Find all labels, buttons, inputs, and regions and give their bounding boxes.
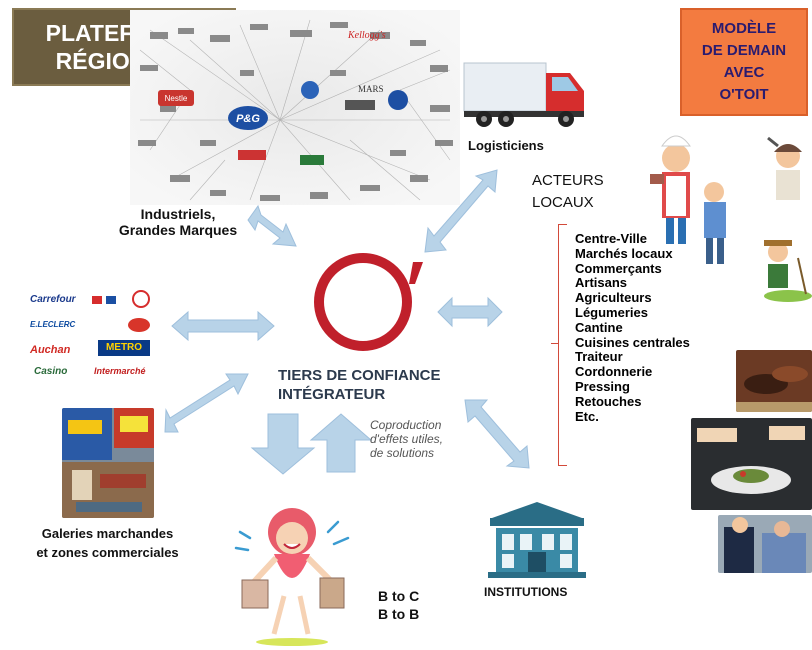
b2c-label: B to C <box>378 588 420 604</box>
center-label-line-2: INTÉGRATEUR <box>278 386 386 403</box>
farmer-illustration <box>764 240 812 302</box>
carrefour-mark-icon-2 <box>106 296 116 304</box>
list-item: Commerçants <box>575 260 662 276</box>
galleries-label: Galeries marchandes et zones commerciale… <box>10 524 205 562</box>
model-badge-line-4: O'TOIT <box>719 86 769 103</box>
leclerc-logo: E.LECLERC <box>30 320 76 329</box>
truck-image <box>463 62 584 127</box>
arrow-galleries-center <box>164 373 249 433</box>
galleries-label-line-2: et zones commerciales <box>36 545 179 560</box>
center-label: TIERS DE CONFIANCE INTÉGRATEUR <box>278 366 441 404</box>
list-item: Agriculteurs <box>575 290 652 306</box>
systeme-u-icon <box>132 290 150 308</box>
list-item: Marchés locaux <box>575 245 673 261</box>
carrefour-logo: Carrefour <box>30 294 76 305</box>
local-actors-label-line-1: ACTEURS <box>532 172 604 189</box>
retailer-logos: Carrefour E.LECLERC Auchan METRO Casino … <box>30 290 165 380</box>
b2-label: B to C B to B <box>378 587 419 623</box>
galleries-label-line-1: Galeries marchandes <box>41 526 174 541</box>
industrials-label-line-1: Industriels, <box>140 206 216 222</box>
otoit-logo-icon <box>314 253 423 351</box>
coproduction-note-line-1: Coproduction <box>370 418 442 432</box>
b2b-label: B to B <box>378 606 420 622</box>
arrow-industrials-center <box>247 204 297 247</box>
local-actors-label-line-2: LOCAUX <box>532 194 594 211</box>
local-actors-illustration <box>650 135 726 264</box>
casino-logo: Casino <box>34 366 68 377</box>
logistics-label: Logisticiens <box>468 138 544 153</box>
list-item: Retouches <box>575 393 642 409</box>
center-label-line-1: TIERS DE CONFIANCE <box>278 367 441 384</box>
arrow-center-institutions <box>464 399 530 469</box>
model-badge-line-3: AVEC <box>723 64 765 81</box>
arrow-center-local <box>437 296 503 328</box>
list-item: Cuisines centrales <box>575 334 690 350</box>
artisan-illustration <box>767 136 802 200</box>
local-actors-label: ACTEURS LOCAUX <box>532 170 604 214</box>
carrefour-mark-icon <box>92 296 102 304</box>
auchan-logo: Auchan <box>30 344 71 356</box>
svg-text:MARS: MARS <box>358 84 384 94</box>
institution-building-icon <box>484 498 590 580</box>
industrials-label: Industriels, Grandes Marques <box>102 206 254 238</box>
local-actors-brace <box>551 224 567 466</box>
metro-logo: METRO <box>98 340 150 356</box>
institutions-label: INSTITUTIONS <box>484 585 568 599</box>
coproduction-note-line-2: d'effets utiles, <box>370 432 443 446</box>
list-item: Centre-Ville <box>575 231 648 246</box>
svg-text:P&G: P&G <box>236 113 260 125</box>
industrials-label-line-2: Grandes Marques <box>118 222 238 238</box>
svg-text:Kellogg's: Kellogg's <box>347 30 386 41</box>
arrow-up <box>309 413 373 473</box>
coproduction-note: Coproduction d'effets utiles, de solutio… <box>370 418 443 460</box>
cora-icon <box>128 318 150 332</box>
intermarche-logo: Intermarché <box>94 366 146 376</box>
brand-network-image: Nestle P&G Kellogg's MARS <box>130 10 460 205</box>
tailor-photo <box>718 515 812 573</box>
list-item: Artisans <box>575 275 628 291</box>
model-badge-line-2: DE DEMAIN <box>701 42 787 59</box>
list-item: Pressing <box>575 378 630 394</box>
arrow-logistics-center <box>424 169 498 253</box>
svg-text:Nestle: Nestle <box>165 94 188 103</box>
list-item: Cordonnerie <box>575 364 653 380</box>
gallery-photo <box>62 408 154 518</box>
model-badge: MODÈLE DE DEMAIN AVEC O'TOIT <box>680 8 808 116</box>
plating-photo <box>691 418 812 510</box>
local-actors-list: Centre-Ville Marchés locaux Commerçants … <box>575 231 690 424</box>
list-item: Traiteur <box>575 349 623 365</box>
shoes-photo <box>736 350 812 412</box>
coproduction-note-line-3: de solutions <box>370 446 435 460</box>
arrow-retailers-center <box>171 310 275 342</box>
list-item: Légumeries <box>575 304 648 320</box>
list-item: Cantine <box>575 319 623 335</box>
model-badge-line-1: MODÈLE <box>711 20 777 37</box>
shopper-illustration <box>234 508 350 646</box>
arrow-down <box>250 413 316 475</box>
list-item: Etc. <box>575 408 599 424</box>
